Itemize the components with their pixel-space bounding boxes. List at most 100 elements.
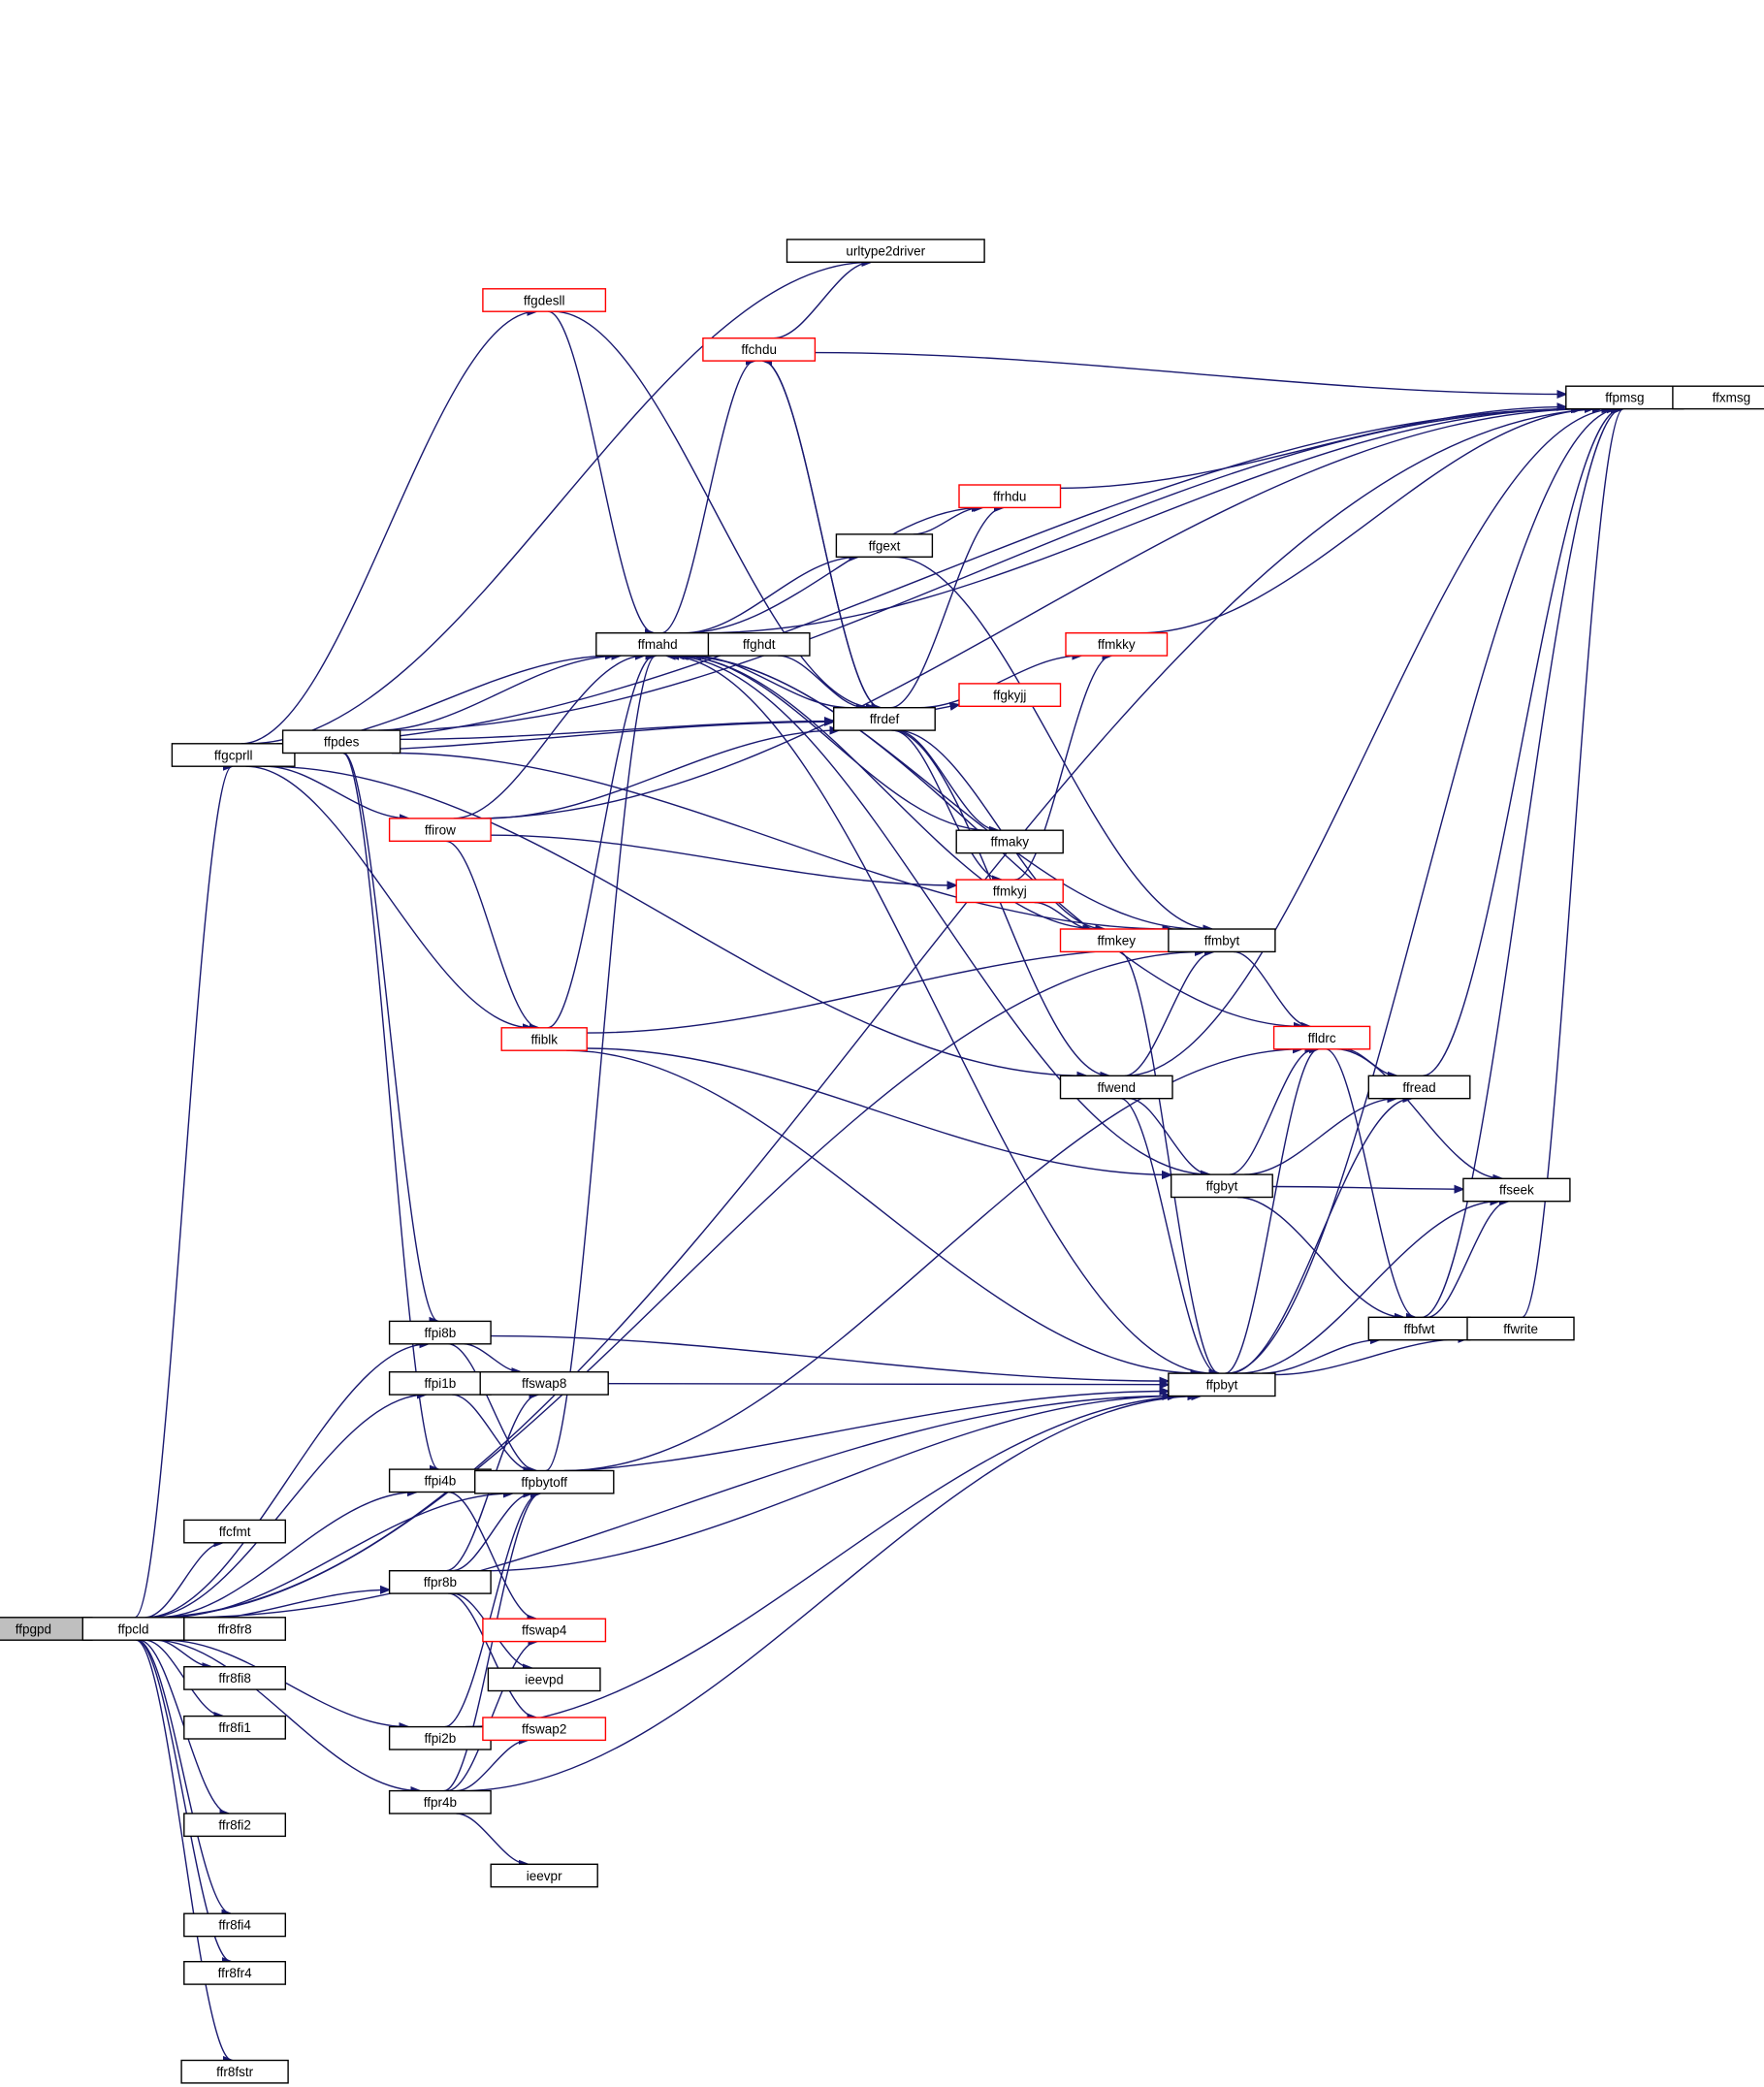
- node-ffghdt[interactable]: ffghdt: [707, 632, 811, 657]
- edge-ffiblk-to-ffpbyt: [566, 1049, 1200, 1373]
- edge-ffiblk-to-ffgbyt: [587, 1047, 1171, 1175]
- edge-ffmbyt-to-ffldrc: [1233, 950, 1310, 1026]
- node-ffr8fi4[interactable]: ffr8fi4: [183, 1912, 287, 1938]
- node-ffr8fr4[interactable]: ffr8fr4: [183, 1960, 287, 1985]
- node-ffpcld[interactable]: ffpcld: [81, 1617, 185, 1641]
- edge-ffpdes-to-ffpmsg: [383, 409, 1583, 731]
- edge-ffpcld-to-ffgcprll: [134, 766, 233, 1619]
- node-ieevpr[interactable]: ieevpr: [490, 1863, 598, 1888]
- edge-ffpcld-to-ffpbytoff: [165, 1493, 512, 1619]
- node-ffmkyj[interactable]: ffmkyj: [955, 879, 1064, 904]
- edge-ffpi8b-to-ffpbytoff: [448, 1343, 536, 1471]
- node-ffr8fr8[interactable]: ffr8fr8: [183, 1617, 287, 1641]
- node-label-ffirow: ffirow: [425, 822, 456, 837]
- node-label-ffswap4: ffswap4: [522, 1623, 567, 1638]
- node-urltype2driver[interactable]: urltype2driver: [786, 239, 985, 263]
- node-label-ffpdes: ffpdes: [324, 735, 360, 750]
- edge-ffldrc-to-ffseek: [1336, 1048, 1502, 1179]
- node-ffgext[interactable]: ffgext: [835, 533, 934, 559]
- node-label-ffmkky: ffmkky: [1098, 637, 1136, 652]
- node-ffmkey[interactable]: ffmkey: [1059, 928, 1173, 953]
- node-ffwrite[interactable]: ffwrite: [1466, 1316, 1575, 1341]
- node-ffpbytoff[interactable]: ffpbytoff: [474, 1469, 615, 1494]
- node-ffgkyjj[interactable]: ffgkyjj: [958, 683, 1062, 708]
- edge-ffwend-to-ffpbyt: [1120, 1098, 1217, 1373]
- node-box-ffcfmt: [183, 1519, 287, 1544]
- node-label-ieevpr: ieevpr: [527, 1869, 562, 1883]
- node-box-ffrdef: [833, 707, 936, 731]
- node-box-ffswap2: [482, 1717, 607, 1742]
- node-ffiblk[interactable]: ffiblk: [500, 1027, 588, 1051]
- edge-ffgext-to-ffmbyt: [893, 556, 1212, 929]
- node-box-ieevpr: [490, 1863, 598, 1888]
- node-box-urltype2driver: [786, 239, 985, 263]
- node-ffr8fi1[interactable]: ffr8fi1: [183, 1715, 287, 1740]
- node-label-ffpi2b: ffpi2b: [425, 1731, 457, 1746]
- node-ffpi8b[interactable]: ffpi8b: [388, 1320, 492, 1345]
- node-ffr8fstr[interactable]: ffr8fstr: [180, 2059, 289, 2084]
- node-label-ffmkyj: ffmkyj: [993, 884, 1027, 899]
- edge-ffgcprll-to-ffgdesll: [241, 311, 537, 745]
- node-box-ffr8fi8: [183, 1665, 287, 1690]
- edge-ffpcld-to-ffpi4b: [156, 1493, 417, 1619]
- edge-ffrdef-to-ffmkky: [919, 656, 1081, 709]
- node-ffgbyt[interactable]: ffgbyt: [1170, 1173, 1273, 1199]
- node-label-ffr8fi4: ffr8fi4: [218, 1918, 251, 1933]
- node-ffswap8[interactable]: ffswap8: [479, 1370, 609, 1396]
- node-ffrdef[interactable]: ffrdef: [833, 707, 936, 731]
- node-ffrhdu[interactable]: ffrhdu: [958, 484, 1062, 509]
- node-ffr8fi8[interactable]: ffr8fi8: [183, 1665, 287, 1690]
- edge-ffpr8b-to-ffswap2: [448, 1592, 536, 1718]
- edge-ffmahd-to-ffgext: [683, 557, 858, 634]
- node-label-ffgdesll: ffgdesll: [524, 293, 565, 307]
- node-ffmkky[interactable]: ffmkky: [1065, 632, 1169, 657]
- node-ffbfwt[interactable]: ffbfwt: [1367, 1316, 1471, 1341]
- node-box-ffghdt: [707, 632, 811, 657]
- edge-ffpcld-to-ffpi1b: [147, 1395, 426, 1619]
- edge-ffgbyt-to-ffread: [1244, 1099, 1396, 1175]
- edge-ffrdef-to-ffwend: [891, 729, 1109, 1076]
- node-ffpr4b[interactable]: ffpr4b: [388, 1789, 492, 1814]
- edge-ffpbyt-to-ffldrc: [1225, 1049, 1318, 1374]
- node-ffmbyt[interactable]: ffmbyt: [1168, 928, 1276, 953]
- node-ieevpd[interactable]: ieevpd: [487, 1667, 601, 1692]
- node-label-ffbfwt: ffbfwt: [1403, 1322, 1434, 1336]
- node-ffpi1b[interactable]: ffpi1b: [388, 1370, 492, 1396]
- node-ffldrc[interactable]: ffldrc: [1272, 1025, 1371, 1050]
- node-box-ffwend: [1059, 1075, 1173, 1100]
- edge-ffpr8b-to-ffpbyt: [485, 1397, 1176, 1572]
- edge-ffmkyj-to-ffmkky: [1014, 656, 1111, 881]
- node-label-ffpr8b: ffpr8b: [424, 1575, 457, 1589]
- node-ffpgpd[interactable]: ffpgpd: [0, 1617, 93, 1641]
- node-ffmaky[interactable]: ffmaky: [955, 829, 1064, 854]
- edge-ffpcld-to-ffr8fi4: [137, 1639, 232, 1913]
- node-ffirow[interactable]: ffirow: [388, 818, 492, 843]
- edge-ffpdes-to-ffmbyt: [391, 752, 1171, 930]
- node-label-ffwend: ffwend: [1098, 1080, 1137, 1095]
- node-ffchdu[interactable]: ffchdu: [702, 337, 817, 362]
- node-ffswap2[interactable]: ffswap2: [482, 1717, 607, 1742]
- node-ffgdesll[interactable]: ffgdesll: [482, 288, 607, 312]
- node-ffcfmt[interactable]: ffcfmt: [183, 1519, 287, 1544]
- node-ffpr8b[interactable]: ffpr8b: [388, 1569, 492, 1594]
- node-ffpbyt[interactable]: ffpbyt: [1168, 1372, 1276, 1397]
- node-ffseek[interactable]: ffseek: [1462, 1177, 1571, 1203]
- node-label-ffpi4b: ffpi4b: [425, 1474, 457, 1489]
- node-ffpi2b[interactable]: ffpi2b: [388, 1725, 492, 1750]
- node-ffwend[interactable]: ffwend: [1059, 1075, 1173, 1100]
- node-ffr8fi2[interactable]: ffr8fi2: [183, 1813, 287, 1838]
- node-ffpmsg[interactable]: ffpmsg: [1565, 385, 1684, 410]
- node-ffpi4b[interactable]: ffpi4b: [388, 1468, 492, 1493]
- edge-ffpi4b-to-ffpbyt: [491, 1392, 1169, 1476]
- node-ffgcprll[interactable]: ffgcprll: [171, 743, 296, 767]
- node-ffread[interactable]: ffread: [1367, 1075, 1471, 1100]
- node-label-ffrdef: ffrdef: [870, 712, 900, 726]
- node-ffswap4[interactable]: ffswap4: [482, 1618, 607, 1643]
- node-ffmahd[interactable]: ffmahd: [595, 632, 720, 657]
- node-ffpdes[interactable]: ffpdes: [281, 729, 401, 755]
- node-box-ffmkky: [1065, 632, 1169, 657]
- node-box-ffgbyt: [1170, 1173, 1273, 1199]
- node-box-ffmkyj: [955, 879, 1064, 904]
- node-ffxmsg[interactable]: ffxmsg: [1672, 385, 1764, 410]
- node-label-ffswap8: ffswap8: [522, 1376, 566, 1391]
